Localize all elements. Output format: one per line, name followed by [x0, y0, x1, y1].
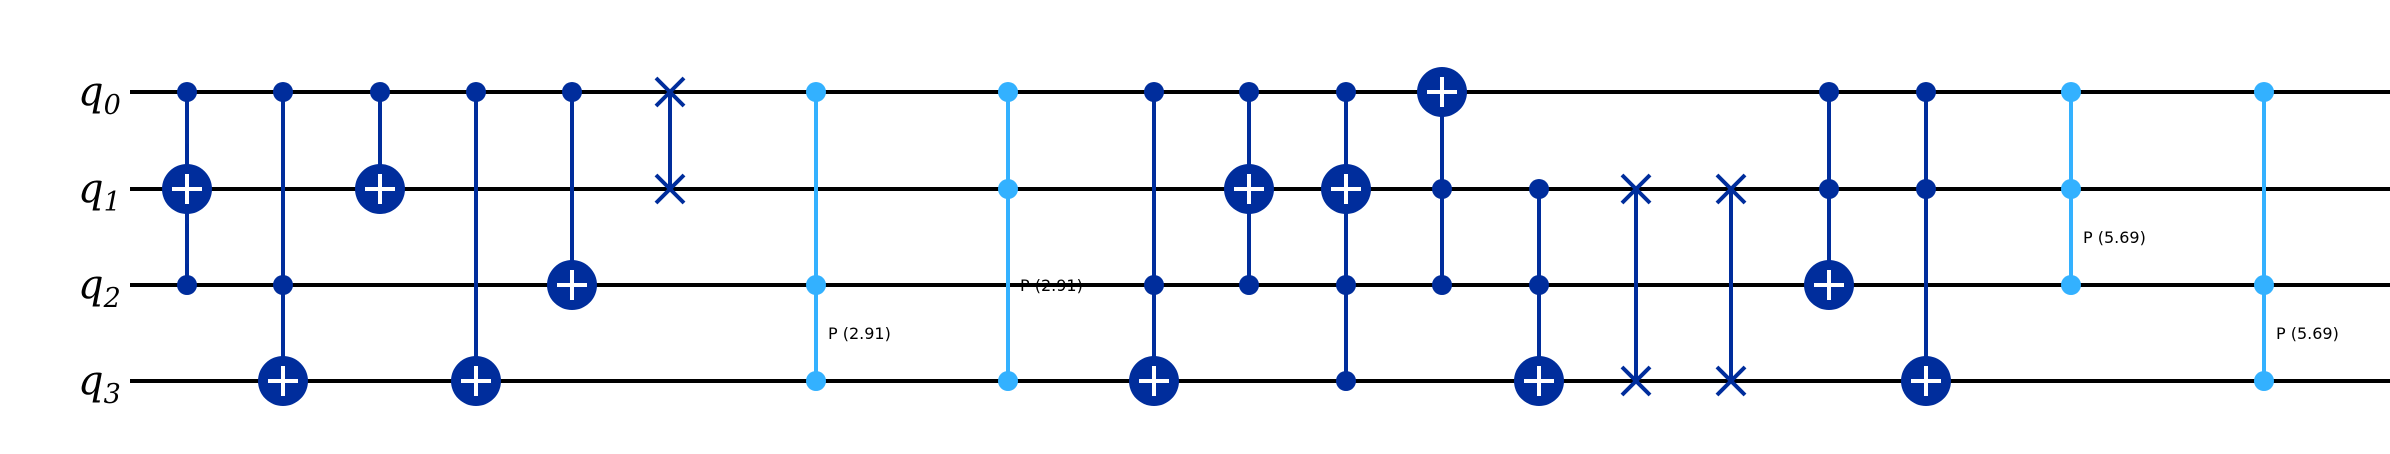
swap-cross-b: [1620, 365, 1652, 397]
swap-cross-b: [654, 173, 686, 205]
phase-control-dot: [2254, 371, 2274, 391]
control-dot: [1916, 179, 1936, 199]
cp-gate: P (2.91): [806, 82, 891, 391]
cp-gate: P (5.69): [2061, 82, 2146, 295]
swap-gate: [1620, 173, 1652, 397]
cx-gate: [451, 82, 501, 406]
control-dot: [1432, 275, 1452, 295]
qubit-wires: [130, 90, 2390, 383]
control-dot: [1529, 275, 1549, 295]
cp-gate: P (2.91): [998, 82, 1083, 391]
control-dot: [1336, 371, 1356, 391]
cx-gate: [258, 82, 308, 406]
cx-gate: [355, 82, 405, 214]
phase-label: P (2.91): [828, 324, 891, 343]
control-dot: [1239, 275, 1259, 295]
control-dot: [273, 275, 293, 295]
cx-gate: [1514, 179, 1564, 406]
control-dot: [1144, 275, 1164, 295]
cx-gate: [1804, 82, 1854, 310]
phase-label: P (5.69): [2276, 324, 2339, 343]
qubit-label-q2: q2: [78, 262, 121, 314]
qubit-letter: q: [78, 69, 104, 115]
phase-control-dot: [998, 82, 1018, 102]
control-dot: [562, 82, 582, 102]
cp-gate: P (5.69): [2254, 82, 2339, 391]
phase-label: P (5.69): [2083, 228, 2146, 247]
control-dot: [466, 82, 486, 102]
cx-gate: [1224, 82, 1274, 295]
cx-gate: [1417, 67, 1467, 295]
phase-control-dot: [806, 371, 826, 391]
control-dot: [1529, 179, 1549, 199]
control-dot: [1239, 82, 1259, 102]
swap-gate: [654, 76, 686, 205]
phase-control-dot: [806, 82, 826, 102]
control-dot: [370, 82, 390, 102]
cx-gate: [1901, 82, 1951, 406]
phase-control-dot: [998, 371, 1018, 391]
qubit-index: 1: [104, 187, 121, 218]
control-dot: [273, 82, 293, 102]
phase-control-dot: [2254, 82, 2274, 102]
control-dot: [177, 82, 197, 102]
qubit-index: 2: [103, 283, 121, 314]
phase-control-dot: [2061, 275, 2081, 295]
control-dot: [1144, 82, 1164, 102]
swap-cross-b: [1715, 173, 1747, 205]
qubit-index: 0: [104, 90, 121, 121]
control-dot: [1432, 179, 1452, 199]
swap-cross-b: [1620, 173, 1652, 205]
control-dot: [1336, 275, 1356, 295]
qubit-label-q0: q0: [78, 69, 121, 121]
circuit-gates: P (2.91) P (2.91) P (5.69) P (5.69): [162, 67, 2339, 406]
swap-cross-b: [654, 76, 686, 108]
swap-cross-b: [1715, 365, 1747, 397]
cx-gate: [547, 82, 597, 310]
phase-control-dot: [998, 179, 1018, 199]
control-dot: [1819, 179, 1839, 199]
control-dot: [177, 275, 197, 295]
cx-gate: [1321, 82, 1371, 391]
cx-gate: [162, 82, 212, 295]
control-dot: [1336, 82, 1356, 102]
control-dot: [1819, 82, 1839, 102]
qubit-label-q3: q3: [78, 358, 121, 410]
phase-control-dot: [806, 275, 826, 295]
qubit-letter: q: [78, 262, 104, 308]
phase-control-dot: [2061, 82, 2081, 102]
qubit-label-q1: q1: [78, 166, 121, 218]
qubit-letter: q: [78, 166, 104, 212]
phase-control-dot: [2061, 179, 2081, 199]
control-dot: [1916, 82, 1936, 102]
qubit-index: 3: [104, 379, 121, 410]
phase-label: P (2.91): [1020, 276, 1083, 295]
swap-gate: [1715, 173, 1747, 397]
phase-control-dot: [2254, 275, 2274, 295]
cx-gate: [1129, 82, 1179, 406]
qubit-letter: q: [78, 358, 104, 404]
